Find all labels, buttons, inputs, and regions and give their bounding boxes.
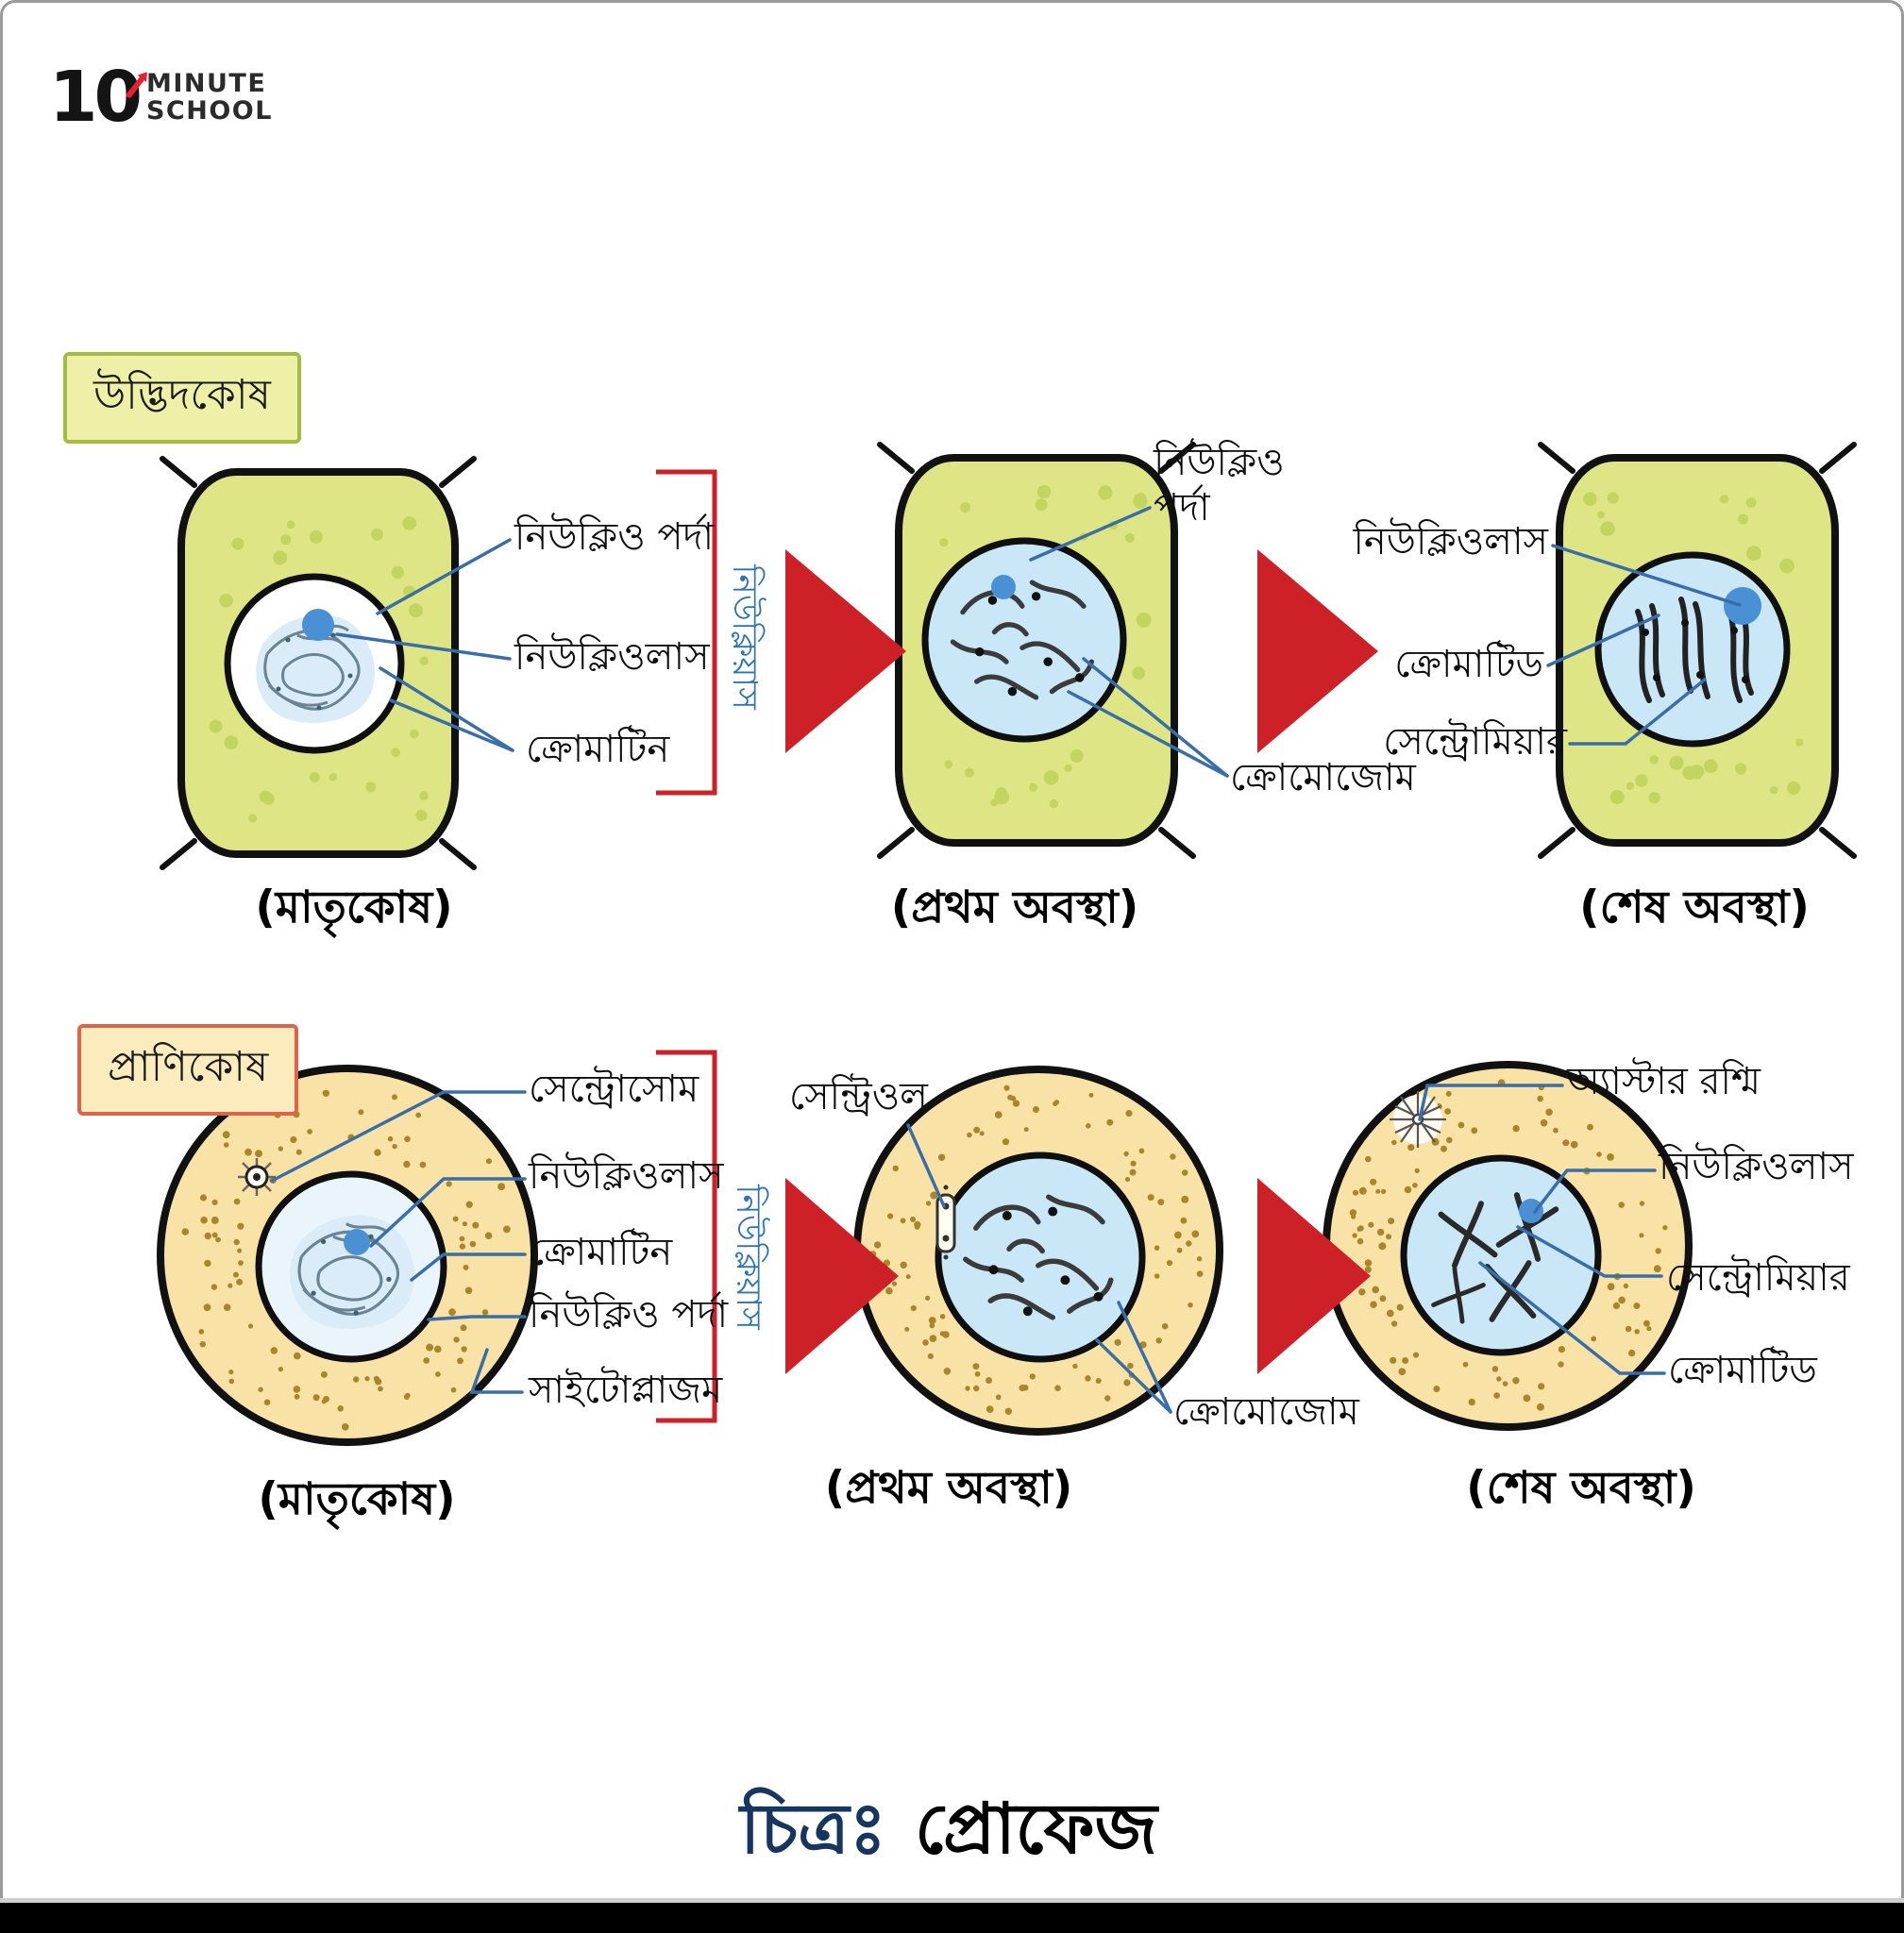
animal-cell-early [853,1066,1223,1436]
figure-caption-title: প্রোফেজ [915,1789,1157,1870]
nucleus [1400,1154,1602,1356]
arrow-right-icon [785,1178,899,1374]
plant-nucleus-bracket-label: নিউক্লিয়াস [725,564,764,710]
nucleolus [302,609,334,641]
animal-cell-badge: প্রাণিকোষ [77,1024,299,1116]
animal-cell-late [1323,1061,1693,1431]
plant-cytoplasm-speckles [1583,492,1804,805]
figure-caption: চিত্রঃ প্রোফেজ [740,1776,1157,1892]
bottom-black-bar [0,1903,1904,1933]
plant-mother-caption: (মাতৃকোষ) [255,882,453,933]
nucleus [1594,551,1791,748]
animal-early-caption: (প্রথম অবস্থা) [824,1462,1073,1514]
plant-late-chromatid-label: ক্রোমাটিড [1394,643,1543,686]
nucleolus [1724,587,1761,625]
animal-nucleus-bracket-label: নিউক্লিয়াস [729,1185,767,1330]
plant-late-centromere-label: সেন্ট্রোমিয়ার [1383,720,1567,764]
plant-late-nucleolus-label: নিউক্লিওলাস [1353,520,1548,563]
animal-mother-centrosome-label: সেন্ট্রোসোম [529,1067,699,1111]
animal-mother-nucleolus-label: নিউক্লিওলাস [529,1154,724,1198]
cell-wall-junctions [877,442,1196,859]
plant-early-membrane-label: নিউক্লিও পর্দা [1154,441,1285,529]
arrow-right-icon [785,549,906,753]
aster-icon [1390,1091,1446,1148]
plant-mother-nucleolus-label: নিউক্লিওলাস [514,635,710,679]
plant-cell-early [877,442,1196,859]
nucleolus [991,575,1016,599]
plant-mother-membrane-label: নিউক্লিও পর্দা [514,515,715,559]
plant-nucleus-bracket [656,469,717,796]
nucleus [935,1151,1146,1363]
animal-late-chromatid-label: ক্রোমাটিড [1668,1349,1817,1392]
animal-late-caption: (শেষ অবস্থা) [1466,1462,1696,1514]
logo-word-minute: MINUTE [145,69,267,98]
plant-cell-late [1538,442,1857,859]
animal-mother-chromatin-label: ক্রোমাটিন [529,1231,673,1274]
nucleus [921,537,1127,743]
animal-late-centromere-label: সেন্ট্রোমিয়ার [1666,1256,1850,1300]
centriole-icon [935,1185,956,1260]
plant-mother-chromatin-label: ক্রোমাটিন [526,728,670,771]
nucleolus [344,1229,370,1255]
cell-wall-junctions [160,456,477,870]
animal-early-chromosome-label: ক্রোমোজোম [1173,1390,1359,1434]
animal-late-aster-label: অ্যাস্টার রশ্মি [1567,1060,1761,1103]
logo-word-school: SCHOOL [145,96,273,126]
arrow-right-icon [1257,549,1378,753]
animal-cytoplasm-speckles [869,1084,1204,1416]
plant-cell-badge: উদ্ভিদকোষ [63,352,301,444]
nucleolus [1519,1199,1543,1223]
animal-cytoplasm-speckles [181,1089,511,1431]
ten-minute-school-logo: 10 MINUTE SCHOOL [49,62,273,132]
bottom-gray-line [0,1898,1904,1903]
plant-cytoplasm-speckles [209,516,429,823]
plant-late-caption: (শেষ অবস্থা) [1579,882,1810,933]
centrosome-icon [238,1158,276,1196]
logo-wordmark: MINUTE SCHOOL [146,70,273,125]
plant-early-chromosome-label: ক্রোমোজোম [1230,756,1416,799]
logo-number: 10 [49,62,146,132]
arrow-right-icon [1257,1178,1371,1374]
leader-lines [270,506,1742,1414]
animal-mother-cytoplasm-label: সাইটোপ্লাজম [529,1369,723,1412]
plant-early-caption: (প্রথম অবস্থা) [890,882,1139,933]
animal-late-nucleolus-label: নিউক্লিওলাস [1659,1145,1854,1188]
figure-caption-prefix: চিত্রঃ [740,1789,887,1870]
animal-nucleus-bracket [656,1050,717,1423]
plant-cytoplasm-speckles [939,485,1152,809]
animal-early-centriole-label: সেন্ট্রিওল [789,1075,928,1118]
plant-cell-mother [160,456,477,870]
animal-mother-caption: (মাতৃকোষ) [258,1473,456,1525]
cell-wall-junctions [1538,442,1857,859]
animal-mother-membrane-label: নিউক্লিও পর্দা [529,1293,729,1336]
